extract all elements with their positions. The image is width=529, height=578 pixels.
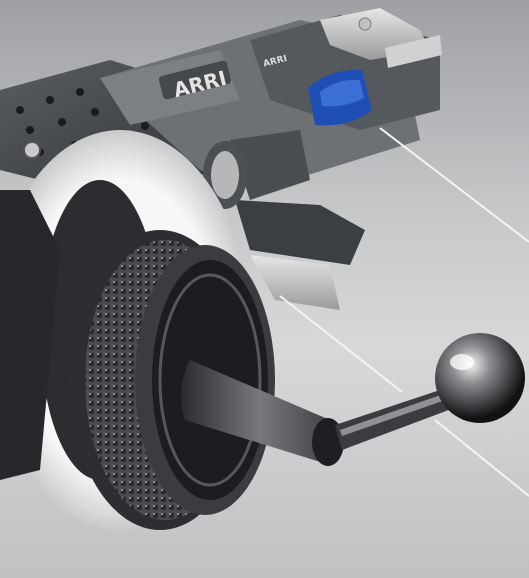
crank-handle-callout [434, 419, 529, 497]
clamp-lever-callout [379, 127, 529, 243]
gear-block [230, 130, 365, 310]
bracket-callout [279, 295, 403, 393]
blue-clamp-lever [308, 69, 372, 126]
focus-wheel [70, 230, 275, 530]
ball-handle [435, 333, 525, 423]
crank-arm [181, 360, 462, 466]
